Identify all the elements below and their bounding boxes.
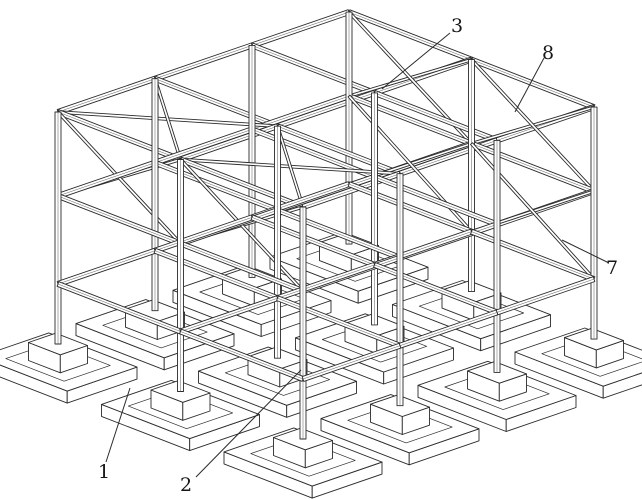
ref-label-3: 3 [451, 15, 464, 37]
ref-label-7: 7 [606, 257, 619, 279]
leader-lines [105, 32, 610, 478]
ref-label-8: 8 [542, 42, 555, 64]
foundation-footings [0, 232, 642, 499]
ref-label-1: 1 [98, 461, 111, 483]
frame-members [54, 9, 598, 440]
ref-label-2: 2 [180, 474, 193, 496]
